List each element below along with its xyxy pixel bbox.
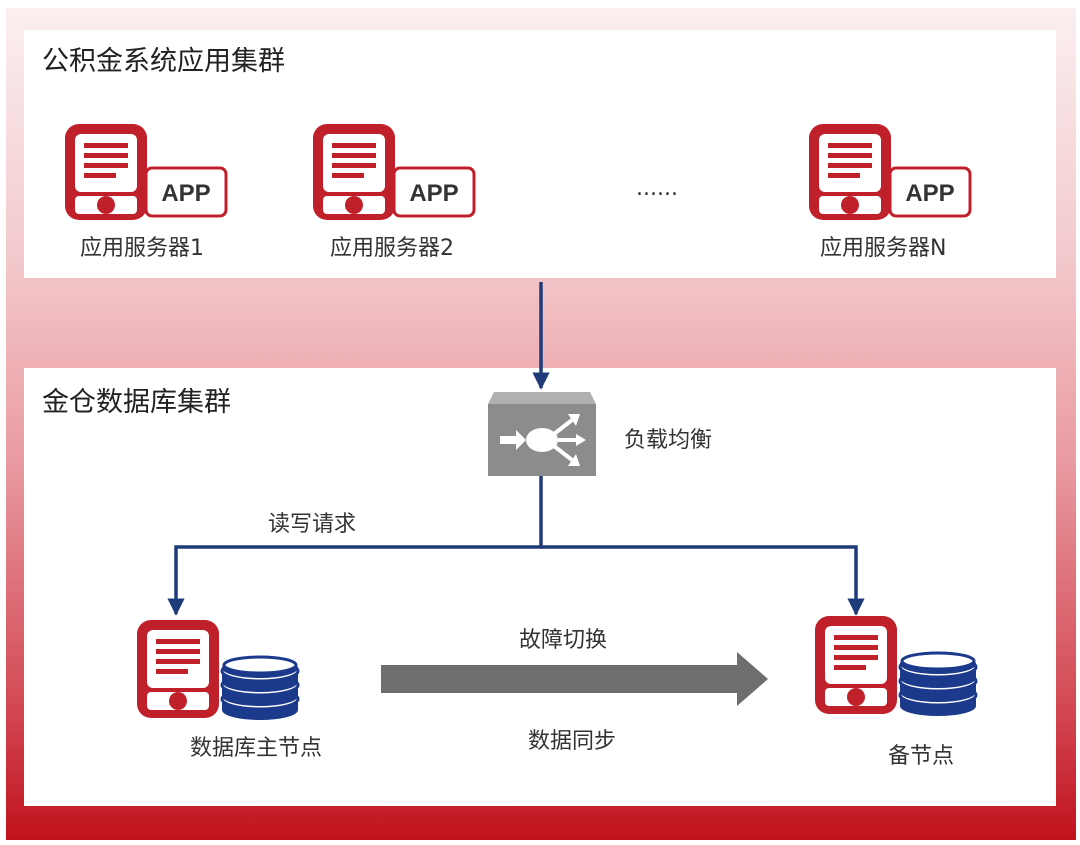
read-write-label: 读写请求 xyxy=(268,512,357,537)
server-label-2: 应用服务器2 xyxy=(330,236,454,261)
app-badge-2: APP xyxy=(409,180,458,207)
standby-node-label: 备节点 xyxy=(888,744,955,769)
primary-node-label: 数据库主节点 xyxy=(190,736,323,761)
server-app-icon: APP xyxy=(65,124,228,220)
load-balancer-label: 负载均衡 xyxy=(624,428,713,453)
server-label-n: 应用服务器N xyxy=(820,236,947,261)
sync-label: 数据同步 xyxy=(528,729,617,754)
server-app-icon: APP xyxy=(313,124,476,220)
server-label-1: 应用服务器1 xyxy=(80,236,204,261)
app-badge-n: APP xyxy=(905,180,954,207)
database-standby-icon xyxy=(815,616,978,716)
database-primary-icon xyxy=(137,620,300,720)
failover-label: 故障切换 xyxy=(519,628,608,653)
app-badge-1: APP xyxy=(161,180,210,207)
ellipsis: ...... xyxy=(636,176,678,201)
db-cluster-title: 金仓数据库集群 xyxy=(42,387,231,418)
server-app-icon: APP xyxy=(809,124,972,220)
app-cluster-title: 公积金系统应用集群 xyxy=(42,46,285,77)
load-balancer-icon xyxy=(488,392,596,476)
